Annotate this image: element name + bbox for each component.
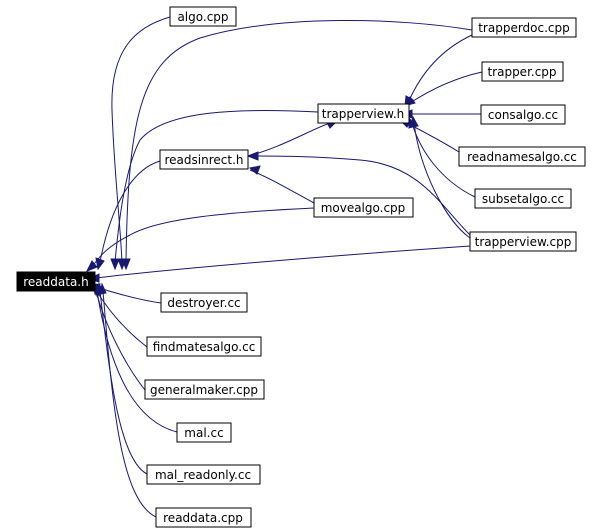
- node-readsinrect-h[interactable]: readsinrect.h: [159, 149, 249, 170]
- arrowhead: [246, 151, 259, 161]
- node-label: readsinrect.h: [165, 153, 244, 167]
- node-mal-readonly-cc[interactable]: mal_readonly.cc: [146, 464, 261, 485]
- node-label: trapperdoc.cpp: [478, 21, 570, 35]
- edge-movealgo-to-readdata: [91, 207, 315, 268]
- nodes: readdata.h algo.cpp trapperdoc.cpp trapp…: [16, 6, 586, 528]
- node-label: destroyer.cc: [167, 296, 240, 310]
- node-subsetalgo-cc[interactable]: subsetalgo.cc: [474, 188, 572, 209]
- node-label: subsetalgo.cc: [482, 192, 564, 206]
- edge-destroyer-to-readdata: [95, 286, 162, 304]
- node-consalgo-cc[interactable]: consalgo.cc: [480, 104, 566, 125]
- node-algo-cpp[interactable]: algo.cpp: [169, 6, 237, 27]
- arrowhead: [85, 260, 98, 272]
- node-label: readdata.cpp: [163, 511, 243, 525]
- node-label: trapper.cpp: [487, 65, 556, 79]
- arrowhead: [121, 258, 131, 271]
- node-movealgo-cpp[interactable]: movealgo.cpp: [313, 197, 414, 218]
- arrowhead: [110, 258, 120, 271]
- node-trapperview-cpp[interactable]: trapperview.cpp: [469, 231, 577, 252]
- node-label: readnamesalgo.cc: [467, 150, 577, 164]
- edge-readsinrect-to-trapperview-h: [247, 122, 331, 157]
- node-label: generalmaker.cpp: [150, 383, 258, 397]
- edge-mal-readonly-to-readdata: [99, 290, 148, 475]
- node-label: trapperview.h: [322, 107, 405, 121]
- node-label: movealgo.cpp: [321, 201, 406, 215]
- node-readdata-h[interactable]: readdata.h: [16, 271, 96, 292]
- node-generalmaker-cpp[interactable]: generalmaker.cpp: [144, 379, 265, 400]
- edge-trapperview-cpp-to-readdata: [95, 245, 471, 279]
- node-label: mal.cc: [184, 426, 223, 440]
- node-readnamesalgo-cc[interactable]: readnamesalgo.cc: [458, 146, 586, 167]
- edge-mal-to-readdata: [96, 290, 178, 433]
- arrowhead: [410, 115, 419, 128]
- edge-findmatesalgo-to-readdata: [95, 289, 148, 348]
- edge-trapperdoc-to-readdata: [125, 19, 473, 263]
- node-label: mal_readonly.cc: [155, 468, 251, 482]
- edge-trapperview-cpp-to-trapperview-h: [413, 122, 471, 239]
- node-label: readdata.h: [23, 275, 88, 289]
- node-findmatesalgo-cc[interactable]: findmatesalgo.cc: [146, 336, 262, 357]
- node-label: findmatesalgo.cc: [153, 340, 256, 354]
- node-readdata-cpp[interactable]: readdata.cpp: [155, 507, 252, 528]
- edge-trapperview-cpp-to-readsinrect: [249, 155, 471, 236]
- edge-trapperdoc-to-trapperview-h: [407, 34, 473, 104]
- edge-trapper-to-trapperview-h: [409, 71, 483, 104]
- edge-movealgo-to-readsinrect: [249, 169, 315, 204]
- arrowhead: [95, 257, 105, 271]
- arrowhead: [248, 165, 261, 175]
- node-trapperview-h[interactable]: trapperview.h: [317, 103, 410, 124]
- edge-readdata-cpp-to-readdata: [102, 290, 157, 518]
- node-label: algo.cpp: [177, 10, 228, 24]
- node-trapperdoc-cpp[interactable]: trapperdoc.cpp: [471, 17, 577, 38]
- arrowheads: [85, 95, 419, 297]
- node-mal-cc[interactable]: mal.cc: [176, 422, 232, 443]
- arrowhead: [99, 282, 107, 295]
- edges: [91, 16, 483, 518]
- node-destroyer-cc[interactable]: destroyer.cc: [160, 292, 248, 313]
- node-trapper-cpp[interactable]: trapper.cpp: [481, 61, 564, 82]
- node-label: consalgo.cc: [488, 108, 558, 122]
- edge-readsinrect-to-readdata: [99, 160, 161, 263]
- node-label: trapperview.cpp: [475, 235, 572, 249]
- edge-trapperview-h-to-readdata: [114, 109, 319, 263]
